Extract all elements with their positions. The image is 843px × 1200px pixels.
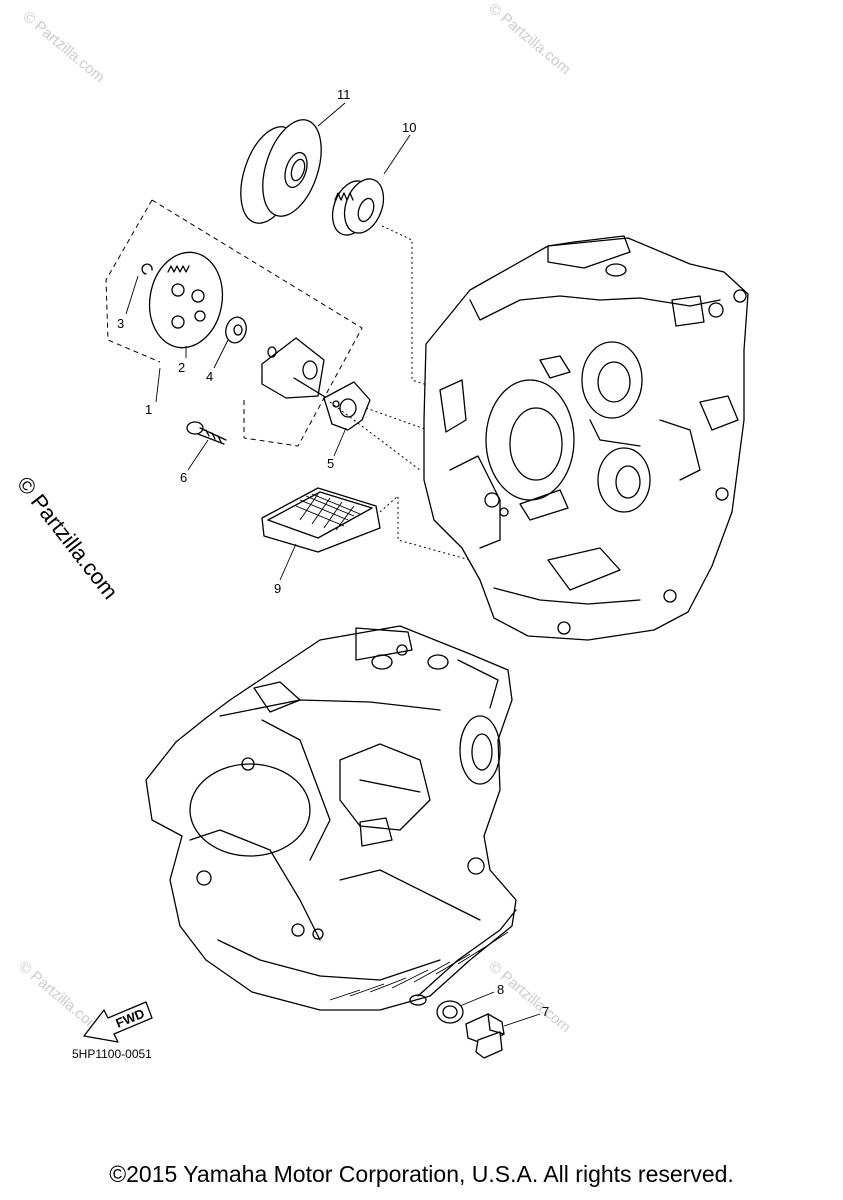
watermark-top-right: © Partzilla.com <box>485 0 573 78</box>
callout-8: 8 <box>497 982 504 997</box>
callout-5: 5 <box>327 456 334 471</box>
part-8-washer <box>436 1000 464 1024</box>
watermark-bottom-left: © Partzilla.com <box>15 958 103 1036</box>
part-6-screw <box>186 421 227 445</box>
part-5-gasket <box>323 381 371 431</box>
part-10-gear <box>331 178 385 236</box>
callout-4: 4 <box>206 369 213 384</box>
part-3-clip <box>141 263 153 275</box>
crankcase-left-half <box>145 625 517 1011</box>
part-1-oil-pump <box>261 337 331 401</box>
callout-1: 1 <box>145 402 152 417</box>
part-2-rotor <box>148 251 224 349</box>
part-7-drain-bolt <box>465 1013 505 1059</box>
watermark-top-left: © Partzilla.com <box>19 8 107 86</box>
callout-9: 9 <box>274 581 281 596</box>
callout-10: 10 <box>402 120 416 135</box>
crankcase-right-half <box>423 235 749 641</box>
copyright-notice: ©2015 Yamaha Motor Corporation, U.S.A. A… <box>109 1161 734 1187</box>
callout-2: 2 <box>178 360 185 375</box>
diagram-code: 5HP1100-0051 <box>72 1047 152 1061</box>
callout-numbers: 1 2 3 4 5 6 7 8 9 10 11 <box>117 87 549 1019</box>
callout-7: 7 <box>542 1004 549 1019</box>
callout-3: 3 <box>117 316 124 331</box>
callout-11: 11 <box>337 87 351 102</box>
leader-lines <box>125 102 541 1027</box>
part-4-washer <box>225 316 247 344</box>
part-4-hole <box>233 324 243 336</box>
assembly-group-1-outline <box>105 199 363 447</box>
fwd-arrow: FWD <box>83 1001 153 1043</box>
watermark-side: © Partzilla.com <box>12 472 123 604</box>
part-11-drive-pulley <box>240 119 322 224</box>
callout-6: 6 <box>180 470 187 485</box>
part-9-strainer <box>261 487 381 553</box>
